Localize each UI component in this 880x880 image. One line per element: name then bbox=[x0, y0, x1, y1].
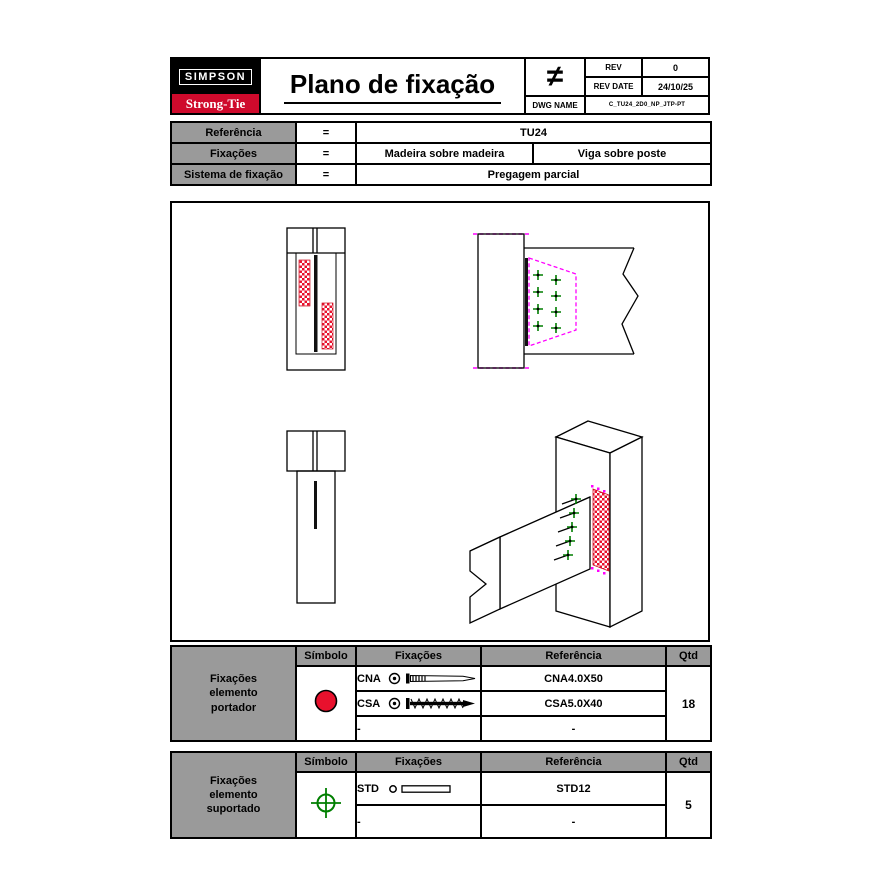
dwg-name-label: DWG NAME bbox=[526, 97, 584, 113]
fixing-reference: CSA5.0X40 bbox=[480, 690, 667, 717]
supported-symbol-cell bbox=[295, 771, 357, 839]
group-label-supported: Fixações elemento suportado bbox=[170, 751, 297, 839]
fixing-code: CNA bbox=[357, 672, 381, 685]
table-header-row: Fixações elemento portador Símbolo Fixaç… bbox=[170, 645, 712, 742]
fixings-label: Fixações bbox=[170, 142, 297, 165]
csa-screw-icon bbox=[406, 697, 475, 710]
fixing-reference: - bbox=[480, 715, 667, 742]
rev-table: ≠ REV 0 REV DATE 24/10/25 DWG NAME C_TU2… bbox=[526, 59, 708, 113]
magenta-markers bbox=[591, 485, 606, 575]
rev-label: REV bbox=[586, 59, 641, 76]
isometric-view-drawing bbox=[469, 420, 644, 629]
fastener-dot-markers bbox=[566, 497, 578, 557]
simpson-strongtie-logo: SIMPSON Strong-Tie bbox=[172, 59, 259, 113]
logo-strongtie: Strong-Tie bbox=[172, 94, 259, 113]
table-header-row: Fixações elemento suportado Símbolo Fixa… bbox=[170, 751, 712, 839]
washer-ring-icon bbox=[388, 672, 401, 685]
col-header-qtd: Qtd bbox=[665, 751, 712, 773]
fixing-code: STD bbox=[357, 782, 379, 795]
section-symbol-icon: ≠ bbox=[526, 59, 584, 95]
sheet-header: SIMPSON Strong-Tie Plano de fixação ≠ RE… bbox=[170, 57, 710, 115]
supported-qty: 5 bbox=[665, 771, 712, 839]
fixing-code: CSA bbox=[357, 697, 381, 710]
equals-sign: = bbox=[295, 121, 357, 144]
reference-value: TU24 bbox=[355, 121, 712, 144]
red-circle-icon bbox=[314, 689, 338, 713]
green-crosshair-icon bbox=[311, 787, 341, 818]
front-view-drawing bbox=[286, 227, 346, 371]
table-row: Referência = TU24 bbox=[170, 121, 712, 144]
equals-sign: = bbox=[295, 163, 357, 186]
rev-date-label: REV DATE bbox=[586, 78, 641, 95]
system-label: Sistema de fixação bbox=[170, 163, 297, 186]
reference-table: Referência = TU24 Fixações = Madeira sob… bbox=[170, 121, 712, 186]
washer-ring-icon bbox=[388, 697, 401, 710]
rev-value: 0 bbox=[643, 59, 708, 76]
col-header-fixacoes: Fixações bbox=[355, 645, 482, 667]
table-row: STD STD12 5 bbox=[171, 771, 712, 839]
col-header-referencia: Referência bbox=[480, 645, 667, 667]
fixings-value-1: Madeira sobre madeira bbox=[355, 142, 534, 165]
table-row: CSA CSA5.0X40 bbox=[171, 690, 711, 717]
reference-label: Referência bbox=[170, 121, 297, 144]
logo-simpson: SIMPSON bbox=[172, 59, 259, 94]
col-header-simbolo: Símbolo bbox=[295, 751, 357, 773]
col-header-qtd: Qtd bbox=[665, 645, 712, 667]
cna-nail-icon bbox=[406, 673, 476, 684]
logo-simpson-text: SIMPSON bbox=[178, 68, 253, 85]
fastener-dot-markers bbox=[536, 273, 558, 330]
dwg-name-value: C_TU24_2D0_NP_JTP-PT bbox=[586, 97, 708, 113]
rev-date-value: 24/10/25 bbox=[643, 78, 708, 95]
carrier-fixings-table: Fixações elemento portador Símbolo Fixaç… bbox=[170, 645, 712, 742]
table-row: - - bbox=[171, 804, 711, 839]
fixing-reference: STD12 bbox=[480, 771, 667, 806]
table-row: Sistema de fixação = Pregagem parcial bbox=[170, 163, 712, 186]
equals-sign: = bbox=[295, 142, 357, 165]
fixing-reference: CNA4.0X50 bbox=[480, 665, 667, 692]
table-row: CNA CNA4.0X50 18 bbox=[171, 665, 712, 742]
nail-markers bbox=[553, 498, 577, 561]
table-row: - - bbox=[171, 715, 711, 742]
carrier-symbol-cell bbox=[295, 665, 357, 742]
technical-drawings bbox=[286, 227, 644, 629]
sheet-title: Plano de fixação bbox=[261, 59, 524, 113]
side-view-drawing bbox=[473, 233, 639, 369]
col-header-simbolo: Símbolo bbox=[295, 645, 357, 667]
table-row: Fixações = Madeira sobre madeira Viga so… bbox=[170, 142, 712, 165]
std-dowel-icon bbox=[389, 784, 451, 793]
plan-view-drawing bbox=[286, 430, 346, 604]
page-title: Plano de fixação bbox=[283, 69, 502, 104]
drawing-area bbox=[170, 201, 710, 642]
carrier-qty: 18 bbox=[665, 665, 712, 742]
system-value: Pregagem parcial bbox=[355, 163, 712, 186]
supported-fixings-table: Fixações elemento suportado Símbolo Fixa… bbox=[170, 751, 712, 839]
group-label-carrier: Fixações elemento portador bbox=[170, 645, 297, 742]
fixing-code: - bbox=[357, 815, 361, 828]
col-header-fixacoes: Fixações bbox=[355, 751, 482, 773]
col-header-referencia: Referência bbox=[480, 751, 667, 773]
fixings-value-2: Viga sobre poste bbox=[532, 142, 712, 165]
fixing-reference: - bbox=[480, 804, 667, 839]
fixing-code: - bbox=[357, 722, 361, 735]
